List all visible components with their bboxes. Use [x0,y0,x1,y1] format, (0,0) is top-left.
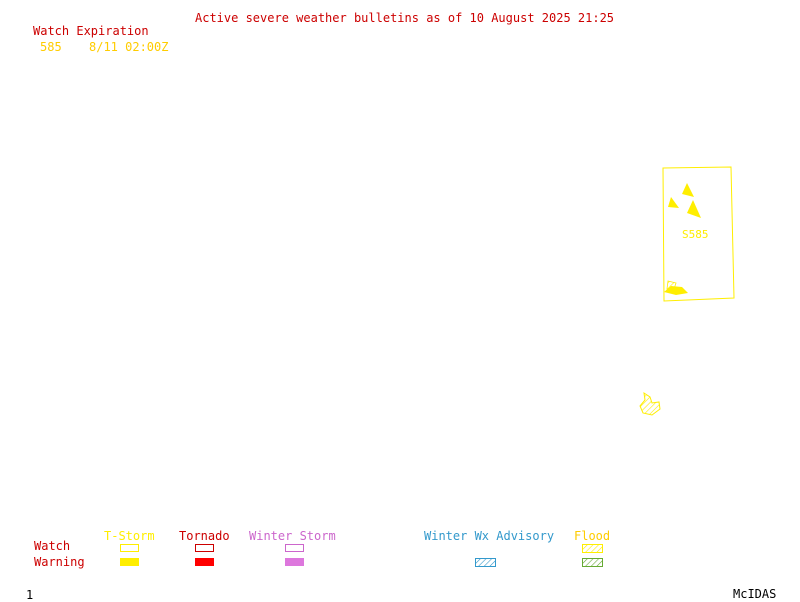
legend-row-watch: Watch [34,539,71,553]
legend-winter-advisory-swatch [475,558,496,567]
warning-polygon [682,183,694,197]
legend-flood-watch-swatch [582,544,603,553]
legend-tstorm-label: T-Storm [104,529,155,543]
legend-flood-label: Flood [574,529,611,543]
legend-winter-advisory-label: Winter Wx Advisory [424,529,555,543]
software-label: McIDAS [733,587,777,601]
legend-flood-warning-swatch [582,558,603,567]
legend-winter-storm-warning-swatch [285,558,304,566]
page-number: 1 [26,588,34,602]
legend-tornado-watch-swatch [195,544,214,552]
outlined-area [639,391,661,416]
legend-winter-storm-label: Winter Storm [249,529,336,543]
legend-row-warning: Warning [34,555,85,569]
legend-tstorm-watch-swatch [120,544,139,552]
watch-number: 585 [40,40,62,54]
watch-expiration-time: 8/11 02:00Z [89,40,169,54]
warning-polygon-hatched [666,280,677,290]
watch-expiration-header: Watch Expiration [33,24,149,38]
watch-box-outline [662,166,735,302]
watch-box-label: S585 [682,228,709,241]
warning-polygon [668,197,679,208]
bulletin-title: Active severe weather bulletins as of 10… [195,11,615,25]
legend-tstorm-warning-swatch [120,558,139,566]
legend-tornado-warning-swatch [195,558,214,566]
warning-polygon [687,200,701,218]
legend-winter-storm-watch-swatch [285,544,304,552]
legend-tornado-label: Tornado [179,529,230,543]
